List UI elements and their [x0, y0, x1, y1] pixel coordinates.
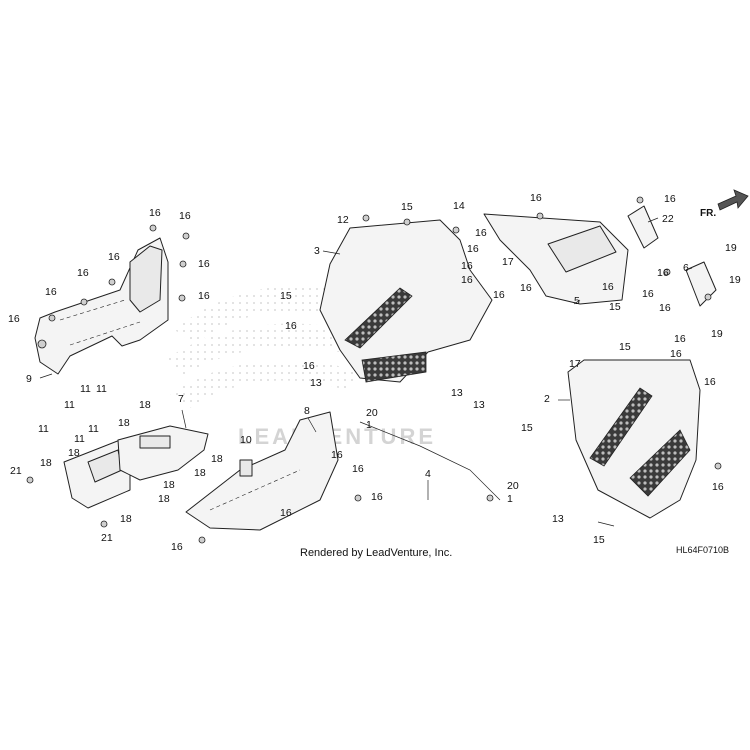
direction-label: FR.	[700, 208, 716, 219]
part-8-center-panel	[185, 411, 339, 531]
callout-15: 15	[609, 301, 621, 313]
part-4-wire-harness	[359, 421, 501, 501]
callout-11: 11	[96, 383, 107, 395]
diagram-code: HL64F0710B	[676, 545, 729, 555]
callout-17: 17	[569, 358, 581, 370]
callout-16: 16	[704, 376, 716, 388]
callout-labels: 16 16 16 16 16 16 16 16 9 11 11 11 11 11…	[8, 192, 741, 553]
watermark-text: LEADVENTURE	[238, 424, 436, 449]
callout-16: 16	[475, 227, 487, 239]
callout-3: 3	[314, 245, 320, 257]
callout-13: 13	[552, 513, 564, 525]
callout-16: 16	[670, 348, 682, 360]
callout-16: 16	[657, 267, 669, 279]
callout-18: 18	[118, 417, 130, 429]
callout-1: 1	[366, 419, 372, 431]
callout-16: 16	[149, 207, 161, 219]
callout-15: 15	[401, 201, 413, 213]
callout-18: 18	[40, 457, 52, 469]
callout-18: 18	[163, 479, 175, 491]
front-direction-indicator: FR.	[700, 189, 749, 219]
callout-11: 11	[80, 383, 91, 395]
callout-16: 16	[371, 491, 383, 503]
callout-16: 16	[280, 507, 292, 519]
callout-16: 16	[108, 251, 120, 263]
callout-18: 18	[120, 513, 132, 525]
callout-16: 16	[461, 274, 473, 286]
callout-16: 16	[77, 267, 89, 279]
callout-15: 15	[593, 534, 605, 546]
callout-16: 16	[303, 360, 315, 372]
callout-18: 18	[139, 399, 151, 411]
footer-credit: Rendered by LeadVenture, Inc.	[300, 547, 452, 559]
part-7-console-cover	[117, 425, 209, 481]
callout-16: 16	[352, 463, 364, 475]
callout-11: 11	[64, 399, 75, 411]
callout-16: 16	[198, 258, 210, 270]
callout-20: 20	[366, 407, 378, 419]
callout-18: 18	[68, 447, 80, 459]
callout-18: 18	[158, 493, 170, 505]
part-10-grommet	[239, 459, 253, 477]
callout-1: 1	[507, 493, 513, 505]
callout-16: 16	[520, 282, 532, 294]
callout-19: 19	[711, 328, 723, 340]
callout-9: 9	[26, 373, 32, 385]
part-5-rear-panel	[483, 213, 629, 305]
callout-16: 16	[461, 260, 473, 272]
callout-16: 16	[198, 290, 210, 302]
callout-16: 16	[45, 286, 57, 298]
callout-12: 12	[337, 214, 349, 226]
callout-7: 7	[178, 393, 184, 405]
fastener-marks	[26, 196, 722, 544]
callout-16: 16	[674, 333, 686, 345]
callout-20: 20	[507, 480, 519, 492]
callout-21: 21	[101, 532, 113, 544]
callout-16: 16	[285, 320, 297, 332]
part-18-console-tray	[63, 439, 131, 509]
callout-11: 11	[38, 423, 49, 435]
callout-19: 19	[725, 242, 737, 254]
callout-17: 17	[502, 256, 514, 268]
part-22-bracket	[627, 205, 659, 249]
callout-16: 16	[602, 281, 614, 293]
callout-16: 16	[659, 302, 671, 314]
callout-4: 4	[425, 468, 431, 480]
callout-13: 13	[473, 399, 485, 411]
callout-16: 16	[642, 288, 654, 300]
callout-10: 10	[240, 434, 252, 446]
callout-16: 16	[493, 289, 505, 301]
callout-13: 13	[310, 377, 322, 389]
callout-11: 11	[74, 433, 85, 445]
callout-14: 14	[453, 200, 465, 212]
part-9-left-panel	[34, 237, 169, 375]
callout-15: 15	[619, 341, 631, 353]
part-3-side-panel	[319, 219, 493, 383]
callout-16: 16	[179, 210, 191, 222]
callout-18: 18	[211, 453, 223, 465]
callout-16: 16	[8, 313, 20, 325]
callout-18: 18	[194, 467, 206, 479]
callout-11: 11	[88, 423, 99, 435]
callout-16: 16	[171, 541, 183, 553]
part-2-front-panel	[567, 359, 701, 519]
callout-21: 21	[10, 465, 22, 477]
callout-19: 19	[729, 274, 741, 286]
callout-5: 5	[574, 295, 580, 307]
callout-6: 6	[683, 262, 689, 274]
leader-lines	[39, 217, 693, 527]
callout-16: 16	[664, 193, 676, 205]
callout-16: 16	[712, 481, 724, 493]
callout-15: 15	[280, 290, 292, 302]
callout-16: 16	[331, 449, 343, 461]
callout-22: 22	[662, 213, 674, 225]
callout-2: 2	[544, 393, 550, 405]
callout-16: 16	[467, 243, 479, 255]
callout-16: 16	[530, 192, 542, 204]
callout-13: 13	[451, 387, 463, 399]
callout-8: 8	[304, 405, 310, 417]
callout-15: 15	[521, 422, 533, 434]
